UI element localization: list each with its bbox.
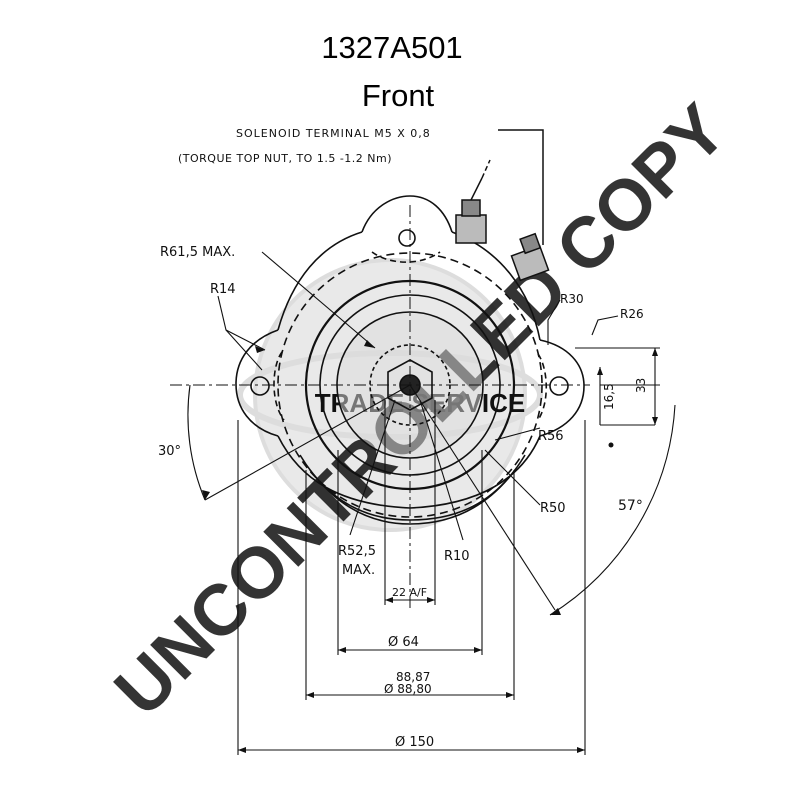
r26-leader (591, 315, 619, 336)
label-r10: R10 (444, 549, 470, 564)
terminal-upper-nut (455, 214, 487, 244)
arrow-64-right (474, 647, 482, 653)
label-r52-line1: R52,5 (338, 544, 376, 559)
label-angle-57: 57° (618, 498, 643, 514)
arrow-16-top (597, 367, 603, 375)
label-r50: R50 (540, 501, 566, 516)
right-ear-dash (537, 353, 548, 421)
label-dim-16: 16,5 (602, 383, 616, 410)
center-lines (170, 205, 590, 610)
arrow-33-bottom (652, 417, 658, 425)
terminal-upper-axis-dash (481, 159, 491, 179)
arrow-33-top (652, 348, 658, 356)
arrow-88-right (506, 692, 514, 698)
angle-57-arc (549, 404, 676, 616)
label-r56: R56 (538, 429, 564, 444)
dot-mark (608, 442, 614, 448)
angle-30-arc (187, 384, 206, 501)
r50-leader (484, 449, 541, 506)
label-r30: R30 (560, 292, 584, 306)
terminal-lower (510, 232, 550, 282)
r61-leader (261, 251, 376, 349)
labels: SOLENOID TERMINAL M5 X 0,8 (TORQUE TOP N… (158, 127, 648, 750)
label-r52-line2: MAX. (342, 563, 375, 578)
solenoid-note-line1: SOLENOID TERMINAL M5 X 0,8 (236, 127, 431, 140)
left-ear-outline (235, 329, 279, 437)
label-r61: R61,5 MAX. (160, 245, 235, 260)
label-dim-64: Ø 64 (388, 635, 419, 650)
arrow-150-left (238, 747, 246, 753)
right-ear-outline (539, 339, 585, 437)
r10-leader (419, 399, 464, 541)
arrow-150-right (577, 747, 585, 753)
terminal-upper-stud (461, 199, 481, 217)
label-angle-30: 30° (158, 444, 181, 459)
label-dim-150: Ø 150 (395, 735, 434, 750)
r56-leader (494, 427, 541, 441)
arrow-22-left (385, 597, 393, 603)
top-ear-hole (398, 229, 416, 247)
r14-leader-2 (225, 329, 263, 371)
part-number-title: 1327A501 (321, 30, 463, 65)
label-dim-88-lower: Ø 88,80 (384, 682, 432, 696)
flange-upper-left (277, 231, 363, 331)
arrow-r14 (255, 346, 265, 353)
angle-30-leg (204, 384, 411, 501)
r14-leader-1 (217, 295, 266, 351)
label-r14: R14 (210, 282, 236, 297)
arrow-88-left (306, 692, 314, 698)
label-dim-88-upper: 88,87 (396, 670, 430, 684)
housing (235, 195, 585, 525)
view-label: Front (361, 78, 435, 113)
top-ear-dash (371, 251, 441, 263)
right-ear-hole (549, 376, 569, 396)
solenoid-note-line2: (TORQUE TOP NUT, TO 1.5 -1.2 Nm) (178, 152, 392, 165)
lower-arc-2 (309, 469, 516, 525)
solenoid-terminals (455, 129, 550, 282)
terminal-upper-axis (470, 177, 483, 201)
arrow-r61 (364, 340, 375, 348)
r30-leader (547, 299, 561, 345)
r52-leader (349, 399, 396, 536)
top-ear-outline (361, 195, 453, 233)
arrow-57 (550, 608, 561, 615)
shaft-hex (387, 359, 433, 411)
solenoid-leader (498, 129, 544, 245)
arrowheads (202, 340, 658, 753)
label-dim-22: 22 A/F (392, 586, 427, 599)
arrow-22-right (427, 597, 435, 603)
terminal-lower-stud (519, 232, 542, 255)
label-dim-33: 33 (634, 378, 648, 393)
arrow-64-left (338, 647, 346, 653)
dimension-lines (187, 251, 676, 755)
label-r26: R26 (620, 307, 644, 321)
terminal-upper (455, 159, 491, 244)
arrow-30 (202, 490, 210, 500)
left-ear-hole (250, 376, 270, 396)
